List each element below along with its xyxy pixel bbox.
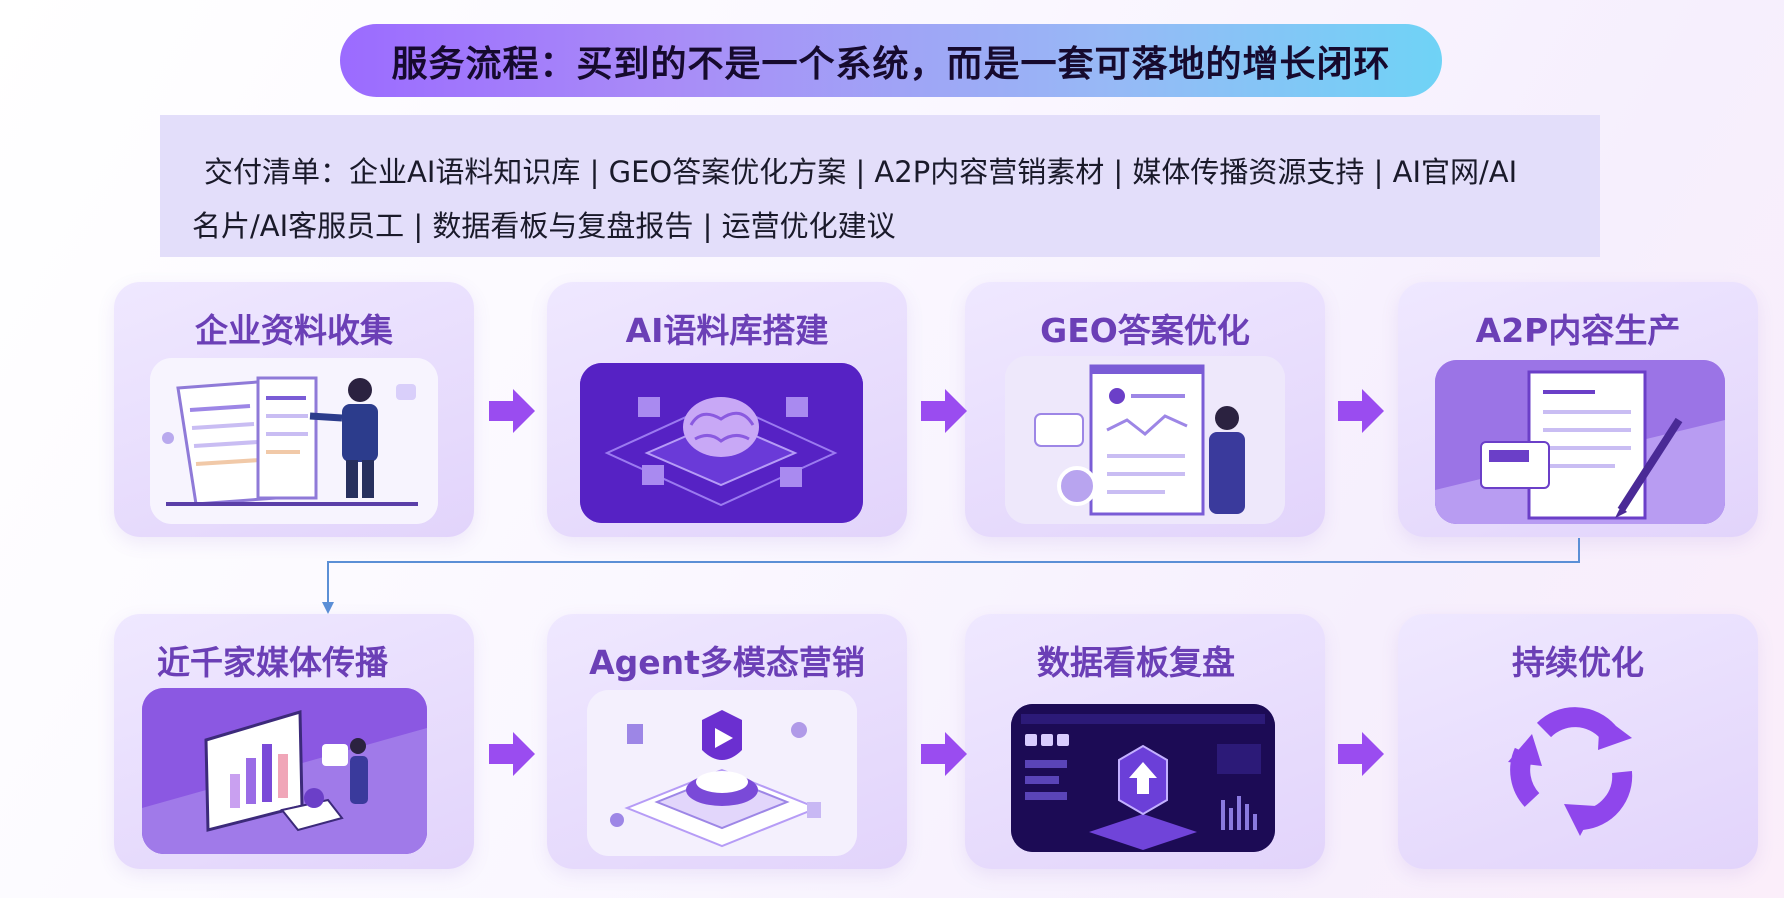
deliverables-line-1: 交付清单：企业AI语料知识库 | GEO答案优化方案 | A2P内容营销素材 |…: [204, 155, 1518, 189]
brain-network-icon: [580, 363, 863, 523]
step-card-4: A2P内容生产: [1398, 282, 1758, 537]
step-title-5: 近千家媒体传播: [157, 643, 388, 682]
page-title: 服务流程：买到的不是一个系统，而是一套可落地的增长闭环: [391, 43, 1391, 85]
step-title-4: A2P内容生产: [1475, 311, 1681, 350]
step-title-7: 数据看板复盘: [1037, 643, 1235, 682]
step-card-3: GEO答案优化: [965, 282, 1325, 537]
title-banner: 服务流程：买到的不是一个系统，而是一套可落地的增长闭环: [340, 24, 1442, 97]
step-card-7: 数据看板复盘: [965, 614, 1325, 869]
deliverables-line-2: 名片/AI客服员工 | 数据看板与复盘报告 | 运营优化建议: [192, 209, 896, 243]
cycle-arrows-icon: [1508, 707, 1633, 836]
dashboard-icon: [1011, 704, 1275, 852]
flow-arrow-1: [489, 389, 535, 433]
flow-arrow-5: [921, 732, 967, 776]
step-title-6: Agent多模态营销: [589, 643, 865, 682]
media-monitor-icon: [142, 688, 427, 854]
step-card-1: 企业资料收集: [114, 282, 474, 537]
step-card-6: Agent多模态营销: [547, 614, 907, 869]
flow-arrow-4: [489, 732, 535, 776]
step-title-8: 持续优化: [1512, 643, 1644, 682]
presenter-document-icon: [150, 358, 438, 524]
flow-arrow-6: [1338, 732, 1384, 776]
agent-platform-icon: [587, 690, 857, 856]
step-title-1: 企业资料收集: [195, 311, 393, 350]
document-chart-icon: [1005, 356, 1285, 524]
step-card-2: AI语料库搭建: [547, 282, 907, 537]
deliverables-box: 交付清单：企业AI语料知识库 | GEO答案优化方案 | A2P内容营销素材 |…: [160, 115, 1600, 257]
step-title-3: GEO答案优化: [1040, 311, 1250, 350]
step-title-2: AI语料库搭建: [625, 311, 829, 350]
content-pen-icon: [1435, 360, 1725, 524]
step-card-8: 持续优化: [1398, 614, 1758, 869]
step-card-5: 近千家媒体传播: [114, 614, 474, 869]
flow-arrow-2: [921, 389, 967, 433]
flow-arrow-3: [1338, 389, 1384, 433]
